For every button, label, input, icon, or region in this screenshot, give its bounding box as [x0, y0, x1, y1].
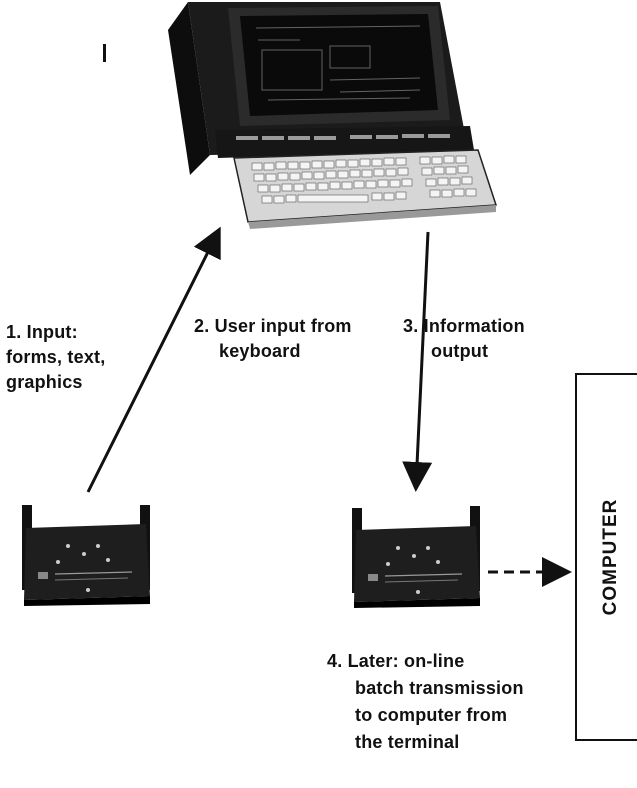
input-label: 1. Input: forms, text, graphics: [6, 320, 105, 395]
later-label-line: to computer from: [355, 705, 508, 725]
user-input-label-line: 2. User input from: [194, 316, 352, 336]
later-label-line: the terminal: [355, 732, 460, 752]
data-cartridge-icon: [352, 506, 480, 608]
user-input-label-line: keyboard: [219, 341, 301, 361]
input-label-line: graphics: [6, 372, 83, 392]
info-output-label-line: 3. Information: [403, 316, 525, 336]
user-input-label: 2. User input from keyboard: [194, 314, 352, 364]
output-arrow: [402, 231, 433, 492]
input-arrow: [86, 226, 221, 493]
input-label-line: forms, text,: [6, 347, 106, 367]
info-output-label: 3. Information output: [403, 314, 525, 364]
computer-box: COMPUTER: [575, 373, 637, 741]
input-label-line: 1. Input:: [6, 322, 78, 342]
data-cartridge-icon: [22, 505, 150, 606]
computer-label: COMPUTER: [600, 498, 621, 616]
tick-mark: [103, 44, 106, 62]
later-label: 4. Later: on-line batch transmission to …: [327, 648, 524, 756]
later-label-line: 4. Later: on-line: [327, 651, 465, 671]
terminal-icon: [168, 2, 498, 229]
later-label-line: batch transmission: [355, 678, 524, 698]
info-output-label-line: output: [431, 341, 489, 361]
